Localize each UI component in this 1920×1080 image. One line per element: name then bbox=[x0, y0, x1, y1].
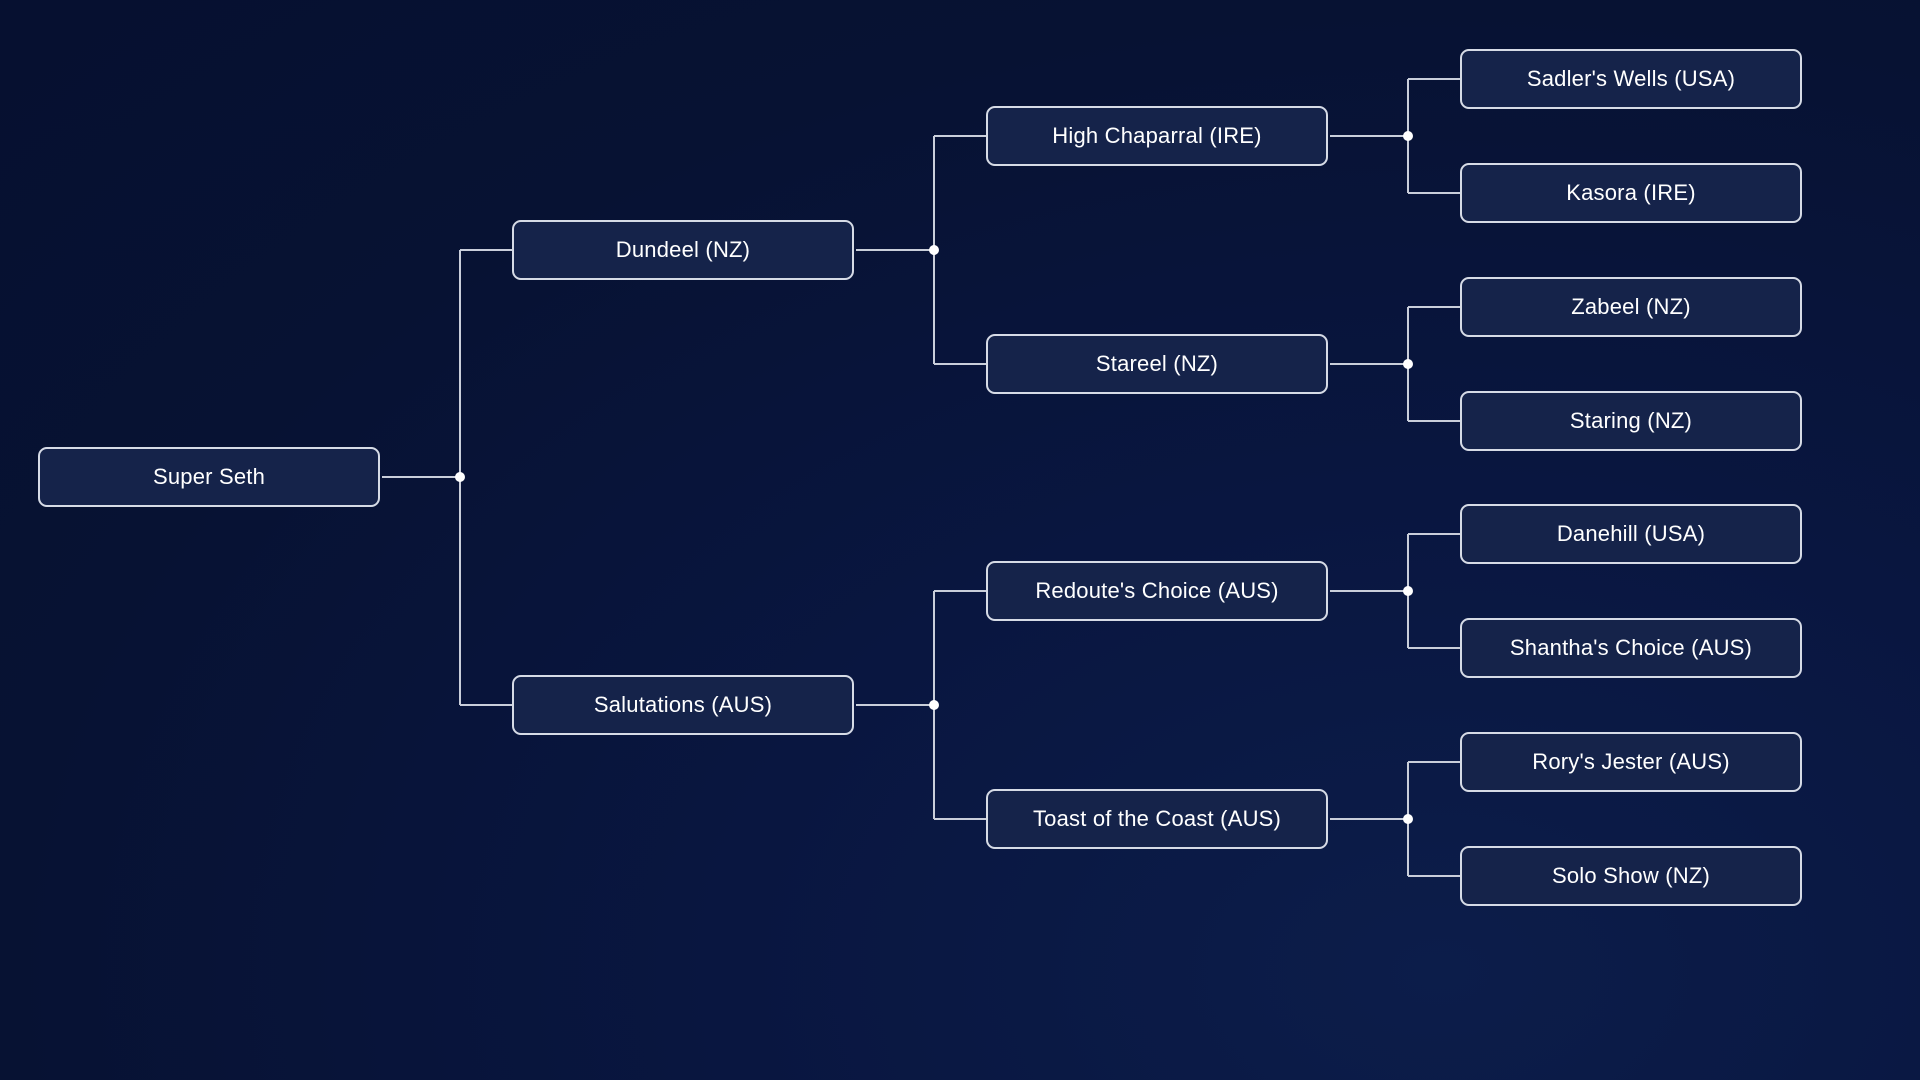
horse-name: Danehill (USA) bbox=[1556, 521, 1706, 546]
horse-node-dam[interactable]: Salutations (AUS) bbox=[512, 675, 854, 735]
horse-node-g3-3[interactable]: Zabeel (NZ) bbox=[1460, 277, 1802, 337]
horse-name: Redoute's Choice (AUS) bbox=[1035, 578, 1279, 603]
junction-dot bbox=[1403, 586, 1413, 596]
horse-name: Toast of the Coast (AUS) bbox=[1032, 806, 1282, 831]
junction-dot bbox=[455, 472, 465, 482]
connector-dam bbox=[856, 590, 986, 820]
junction-dot bbox=[1403, 814, 1413, 824]
connector-sire bbox=[856, 135, 986, 365]
connector-dam-dam bbox=[1330, 761, 1460, 877]
horse-name: Kasora (IRE) bbox=[1566, 180, 1696, 205]
horse-name: Shantha's Choice (AUS) bbox=[1509, 635, 1753, 660]
horse-name: High Chaparral (IRE) bbox=[1052, 123, 1262, 148]
junction-dot bbox=[929, 700, 939, 710]
horse-node-g3-2[interactable]: Kasora (IRE) bbox=[1460, 163, 1802, 223]
horse-node-g3-8[interactable]: Solo Show (NZ) bbox=[1460, 846, 1802, 906]
horse-node-g3-1[interactable]: Sadler's Wells (USA) bbox=[1460, 49, 1802, 109]
connector-sire-sire bbox=[1330, 78, 1460, 194]
horse-name: Staring (NZ) bbox=[1569, 408, 1693, 433]
horse-node-sire-dam[interactable]: Stareel (NZ) bbox=[986, 334, 1328, 394]
connector-dam-sire bbox=[1330, 533, 1460, 649]
horse-node-subject[interactable]: Super Seth bbox=[38, 447, 380, 507]
connector-subject bbox=[382, 249, 512, 706]
horse-name: Stareel (NZ) bbox=[1095, 351, 1219, 376]
horse-node-g3-5[interactable]: Danehill (USA) bbox=[1460, 504, 1802, 564]
horse-node-sire[interactable]: Dundeel (NZ) bbox=[512, 220, 854, 280]
horse-node-dam-sire[interactable]: Redoute's Choice (AUS) bbox=[986, 561, 1328, 621]
horse-node-g3-4[interactable]: Staring (NZ) bbox=[1460, 391, 1802, 451]
horse-name: Zabeel (NZ) bbox=[1571, 294, 1691, 319]
horse-name: Super Seth bbox=[152, 464, 266, 489]
horse-node-dam-dam[interactable]: Toast of the Coast (AUS) bbox=[986, 789, 1328, 849]
horse-name: Solo Show (NZ) bbox=[1551, 863, 1711, 888]
horse-name: Salutations (AUS) bbox=[593, 692, 773, 717]
junction-dot bbox=[1403, 359, 1413, 369]
horse-node-g3-7[interactable]: Rory's Jester (AUS) bbox=[1460, 732, 1802, 792]
junction-dot bbox=[1403, 131, 1413, 141]
horse-name: Dundeel (NZ) bbox=[615, 237, 751, 262]
horse-node-g3-6[interactable]: Shantha's Choice (AUS) bbox=[1460, 618, 1802, 678]
horse-node-sire-sire[interactable]: High Chaparral (IRE) bbox=[986, 106, 1328, 166]
junction-dot bbox=[929, 245, 939, 255]
horse-name: Sadler's Wells (USA) bbox=[1526, 66, 1736, 91]
connector-sire-dam bbox=[1330, 306, 1460, 422]
horse-name: Rory's Jester (AUS) bbox=[1532, 749, 1730, 774]
